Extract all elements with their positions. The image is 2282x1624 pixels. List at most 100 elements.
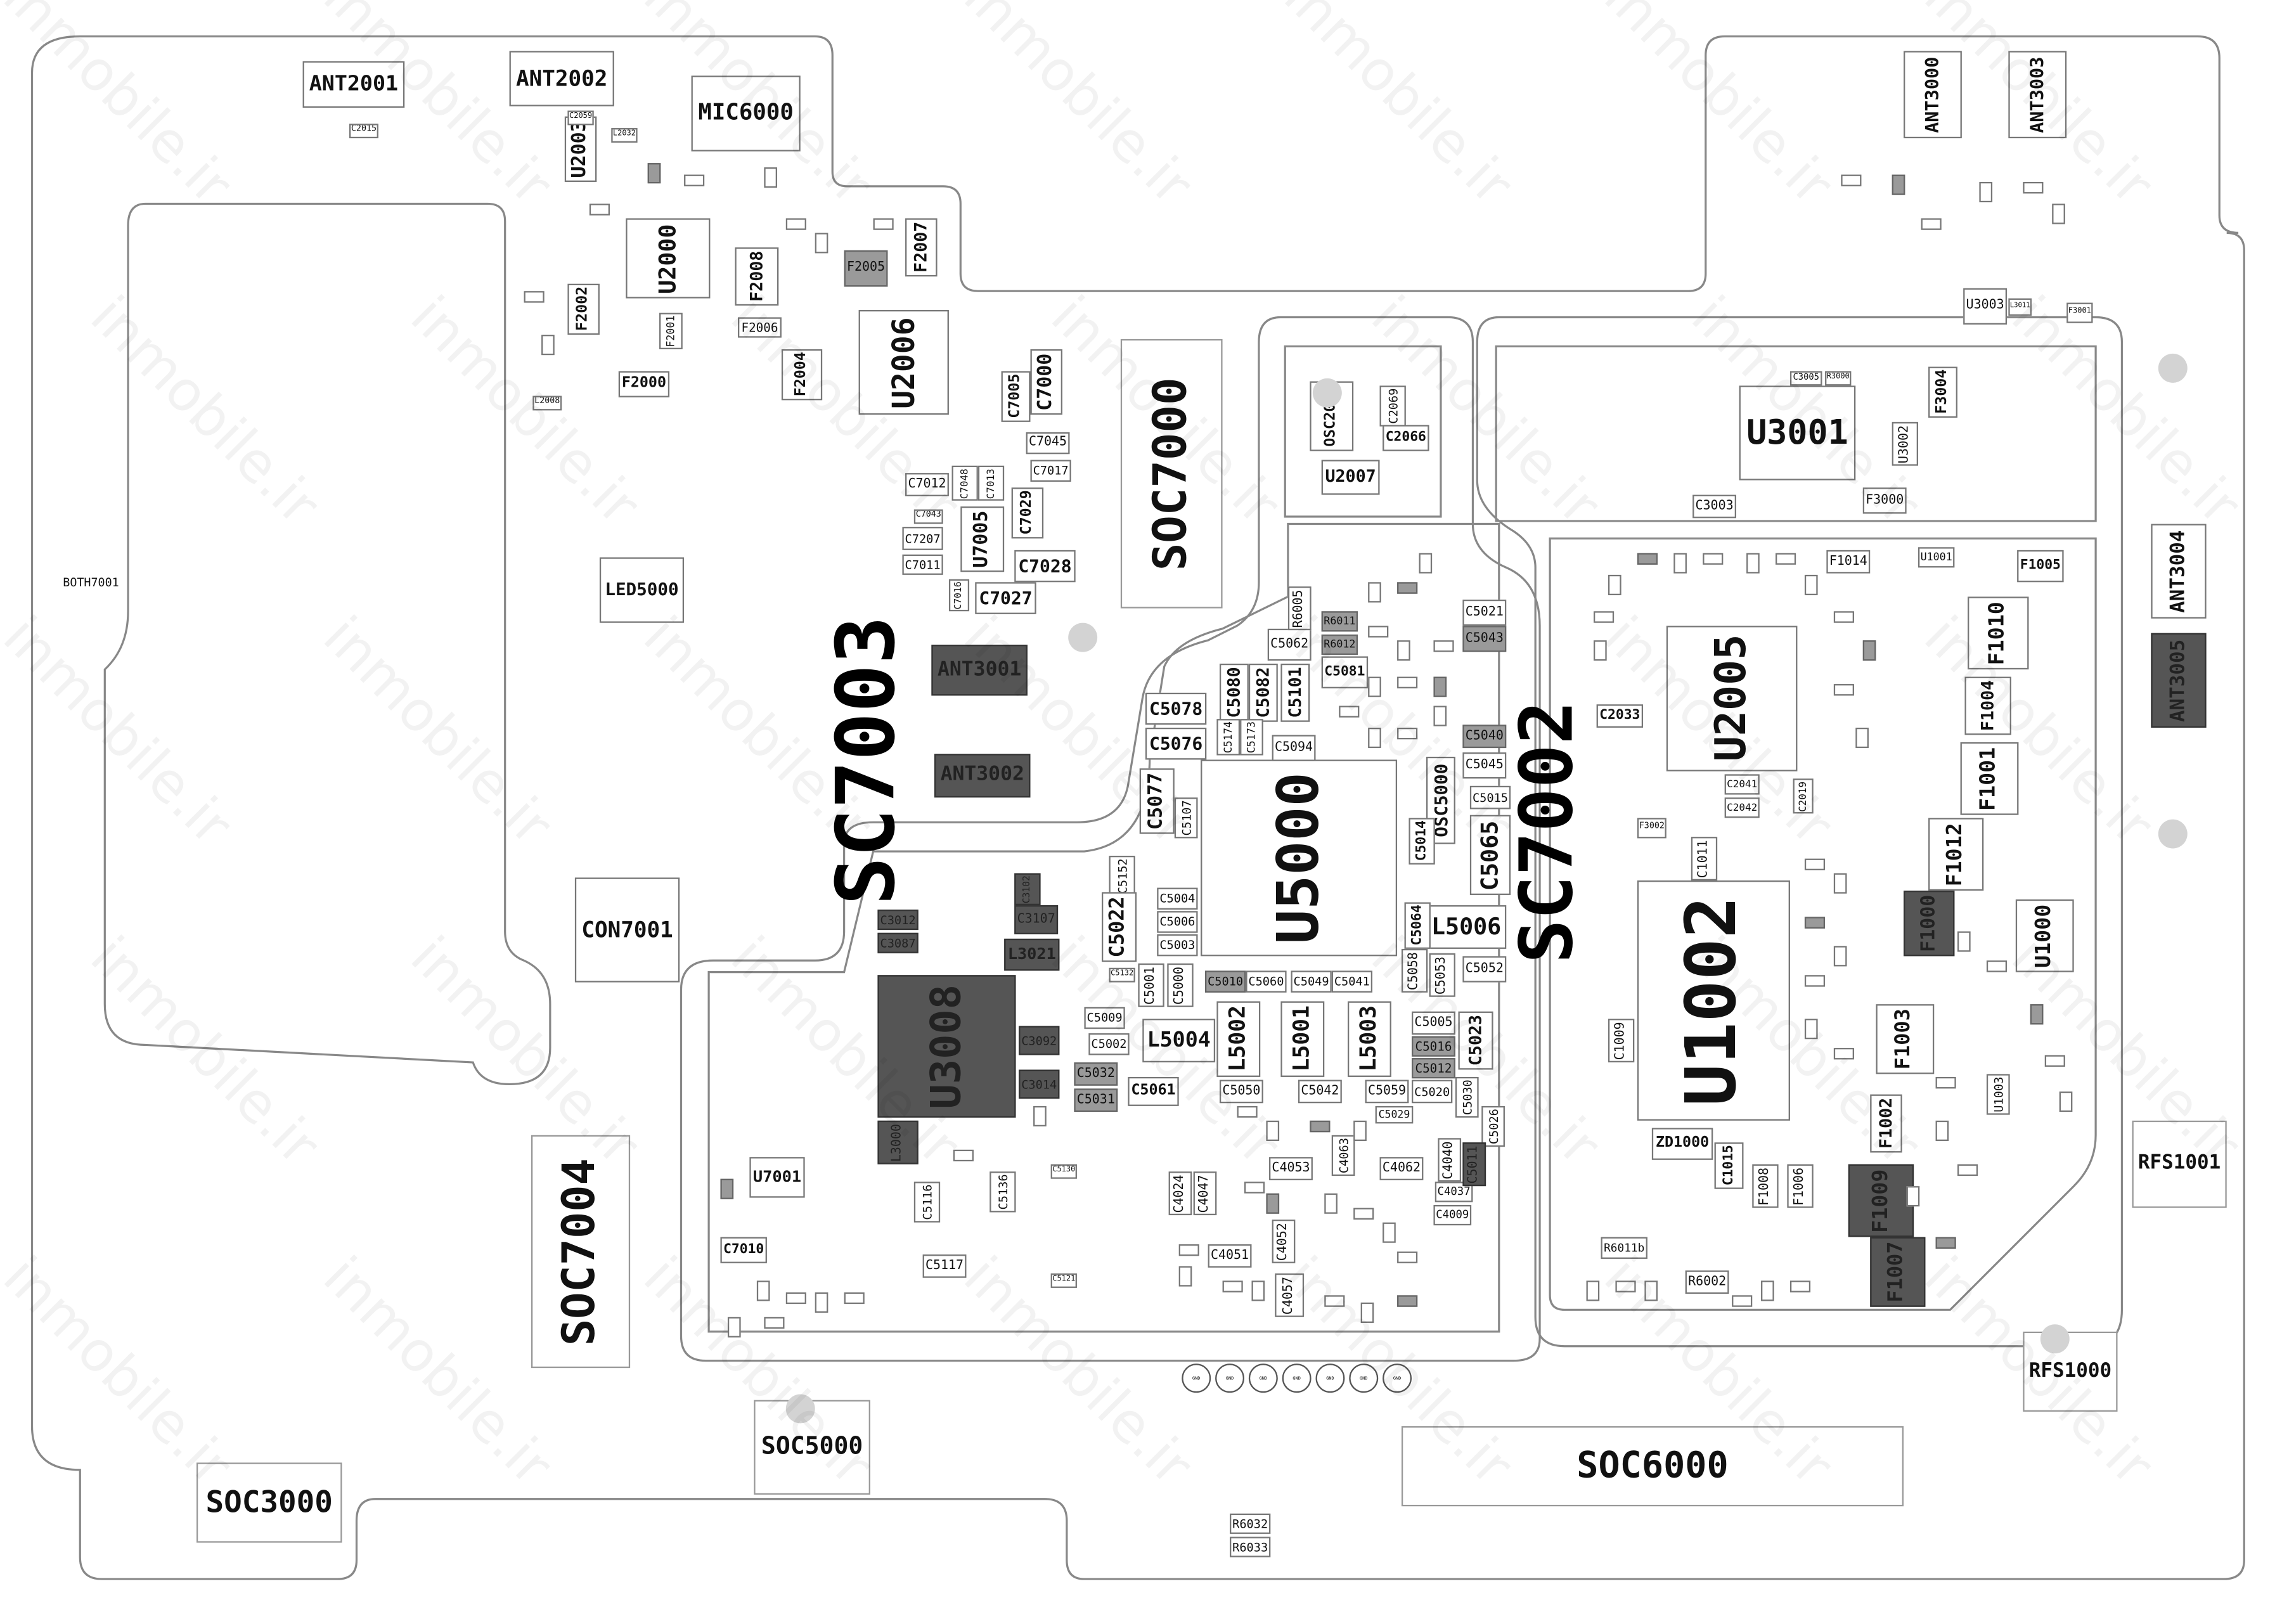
mount-hole [2040,1324,2070,1354]
component-c5023: C5023 [1458,1011,1493,1070]
component-c4051: C4051 [1208,1244,1252,1268]
test-pad: GND [1215,1363,1244,1393]
component-u3002: U3002 [1892,422,1918,466]
component-c4063: C4063 [1331,1135,1355,1176]
component-c7045: C7045 [1026,432,1070,454]
component-label: U1000 [2032,904,2056,968]
component-c7028: C7028 [1014,550,1076,583]
passive-component [1353,1120,1367,1141]
component-label: C7016 [953,581,965,610]
component-label: C3102 [1021,875,1033,903]
component-label: U7005 [971,510,993,568]
component-f3001: F3001 [2066,302,2093,323]
component-c5130: C5130 [1050,1164,1077,1179]
passive-component [1761,1280,1774,1301]
component-label: F3001 [2068,307,2091,317]
component-label: SOC6000 [1576,1443,1729,1486]
component-label: R3000 [1826,373,1850,382]
passive-component [1833,684,1854,696]
component-label: ANT3002 [940,763,1024,787]
mount-hole [785,1394,815,1424]
component-c4052: C4052 [1272,1219,1296,1263]
component-c4057: C4057 [1275,1273,1305,1317]
component-f2000: F2000 [618,371,670,397]
component-label: R6033 [1232,1539,1268,1554]
passive-component [1397,727,1418,740]
component-soc7004: SOC7004 [531,1135,631,1369]
component-l2032: L2032 [611,128,638,143]
component-label: C3107 [1017,912,1055,927]
component-c5041: C5041 [1331,970,1373,993]
passive-component [1935,1237,1956,1249]
component-c5094: C5094 [1272,735,1316,761]
component-c2019: C2019 [1793,778,1814,814]
component-c7048: C7048 [951,465,978,501]
component-label: RFS1000 [2028,1358,2112,1382]
component-label: C3003 [1695,498,1734,513]
passive-component [1222,1280,1243,1292]
component-both7001: BOTH7001 [58,550,124,616]
component-label: C4057 [1281,1276,1296,1315]
component-label: C7048 [958,468,970,499]
component-r6002: R6002 [1685,1270,1729,1294]
component-c5136: C5136 [990,1171,1016,1213]
component-c7012: C7012 [905,473,949,496]
passive-component [1237,1105,1258,1118]
component-c5026: C5026 [1481,1105,1505,1147]
component-label: U2000 [653,223,681,293]
component-c4040: C4040 [1438,1138,1462,1182]
component-label: C5174 [1222,721,1235,753]
component-label: R6011 [1324,614,1356,628]
component-label: C5045 [1465,757,1504,773]
component-label: C5002 [1091,1036,1127,1052]
component-f2008: F2008 [735,247,779,306]
passive-component [1324,1193,1338,1214]
component-label: C3087 [880,936,916,951]
component-label: C4037 [1437,1185,1471,1199]
component-label: F1003 [1892,1009,1916,1070]
component-c5049: C5049 [1291,970,1332,993]
passive-component [1986,960,2008,972]
component-label: C7010 [723,1242,764,1258]
component-label: C5117 [925,1258,964,1273]
component-l3000: L3000 [877,1120,919,1164]
passive-component [815,1292,828,1313]
component-f3004: F3004 [1928,366,1957,418]
component-c5174: C5174 [1216,719,1241,756]
passive-component [1266,1193,1280,1214]
component-label: MIC6000 [698,99,794,126]
component-label: L3021 [1007,945,1056,964]
component-label: C7013 [984,468,996,499]
component-c5050: C5050 [1219,1079,1263,1104]
component-label: C2019 [1796,780,1808,811]
component-label: ANT2001 [309,72,399,96]
component-f1006: F1006 [1787,1164,1814,1208]
component-c3092: C3092 [1019,1026,1060,1055]
component-label: U2007 [1325,466,1376,487]
component-label: C4009 [1436,1208,1469,1221]
component-label: U3008 [921,984,970,1109]
component-label: C5023 [1464,1015,1485,1066]
passive-component [1804,574,1818,596]
component-label: L5003 [1355,1006,1382,1073]
component-f2005: F2005 [844,250,888,287]
component-label: C4063 [1336,1137,1351,1173]
passive-component [1368,626,1389,638]
passive-component [1339,706,1360,718]
passive-component [1673,553,1687,574]
component-label: C2066 [1385,430,1426,446]
component-c5081: C5081 [1321,656,1369,688]
passive-component [1178,1244,1199,1256]
component-label: L3000 [890,1123,905,1162]
passive-component [647,163,661,184]
component-label: U5000 [1266,772,1332,944]
component-label: C7028 [1018,555,1072,576]
component-label: F3002 [1639,822,1665,832]
component-c2059: C2059 [567,110,594,126]
mount-hole [2158,353,2188,383]
component-label: C5020 [1414,1084,1450,1099]
component-label: C4040 [1441,1140,1457,1179]
component-label: C4062 [1382,1161,1421,1176]
component-c7011: C7011 [902,554,943,575]
component-l5003: L5003 [1348,1001,1391,1077]
